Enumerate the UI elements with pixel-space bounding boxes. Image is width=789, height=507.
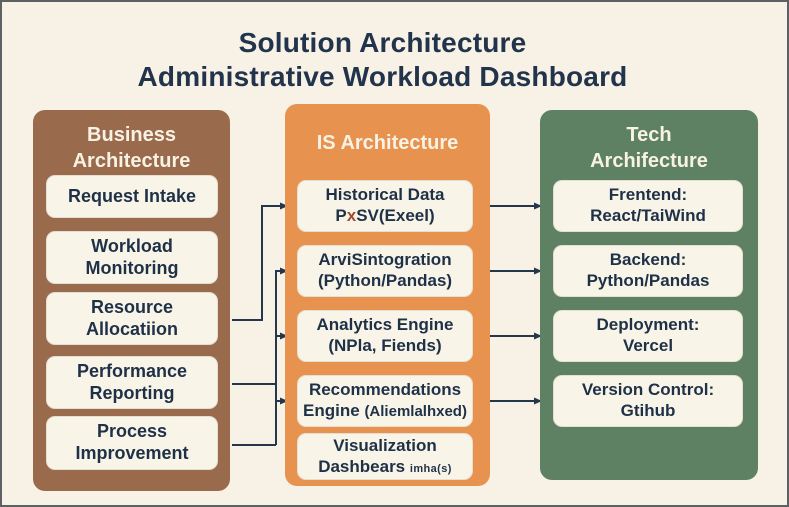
- tech-architecture-column: Tech Archifecture Frentend: React/TaiWin…: [540, 110, 758, 480]
- tech-header-line-1: Tech: [626, 124, 672, 146]
- title-line-1: Solution Architecture: [238, 27, 527, 58]
- business-header-line-1: Business: [87, 124, 176, 146]
- is-architecture-header: IS Architecture: [316, 132, 459, 154]
- business-box-performance-reporting: Performance Reporting: [46, 356, 218, 409]
- is-box-historical-data: Historical Data PxSV(Exeel): [297, 180, 473, 232]
- tech-architecture-header: Tech Archifecture: [540, 123, 758, 174]
- is-box-integration: ArviSintogration (Python/Pandas): [297, 245, 473, 297]
- is-architecture-column: IS Architecture Historical Data PxSV(Exe…: [285, 104, 490, 486]
- is-box-recommendations-engine: Recommendations Engine (Aliemlalhxed): [297, 375, 473, 427]
- is-box-analytics-engine: Analytics Engine (NPla, Fiends): [297, 310, 473, 362]
- business-architecture-header: Business Architecture: [33, 123, 230, 174]
- business-box-process-improvement: Process Improvement: [46, 416, 218, 470]
- page-title: Solution Architecture Administrative Wor…: [2, 26, 763, 94]
- tech-box-backend: Backend: Python/Pandas: [553, 245, 743, 297]
- red-x-glyph: x: [346, 206, 357, 225]
- tech-box-deployment: Deployment: Vercel: [553, 310, 743, 362]
- business-header-line-2: Architecture: [72, 149, 191, 172]
- tech-box-version-control: Version Control: Gtihub: [553, 375, 743, 427]
- tech-box-frontend: Frentend: React/TaiWind: [553, 180, 743, 232]
- business-architecture-column: Business Architecture Request Intake Wor…: [33, 110, 230, 491]
- historical-data-subline: PxSV(Exeel): [335, 206, 435, 225]
- title-line-2: Administrative Workload Dashboard: [137, 61, 628, 93]
- business-box-workload-monitoring: Workload Monitoring: [46, 231, 218, 284]
- visualization-subline: Dashbears imha(s): [318, 456, 452, 476]
- tech-header-line-2: Archifecture: [590, 149, 708, 172]
- recommendations-subline: Engine (Aliemlalhxed): [303, 401, 467, 420]
- business-box-resource-allocation: Resource Allocatiion: [46, 292, 218, 345]
- business-box-request-intake: Request Intake: [46, 175, 218, 218]
- is-box-visualization-dashboards: Visualization Dashbears imha(s): [297, 433, 473, 480]
- connector-resource-to-historical: [232, 202, 288, 321]
